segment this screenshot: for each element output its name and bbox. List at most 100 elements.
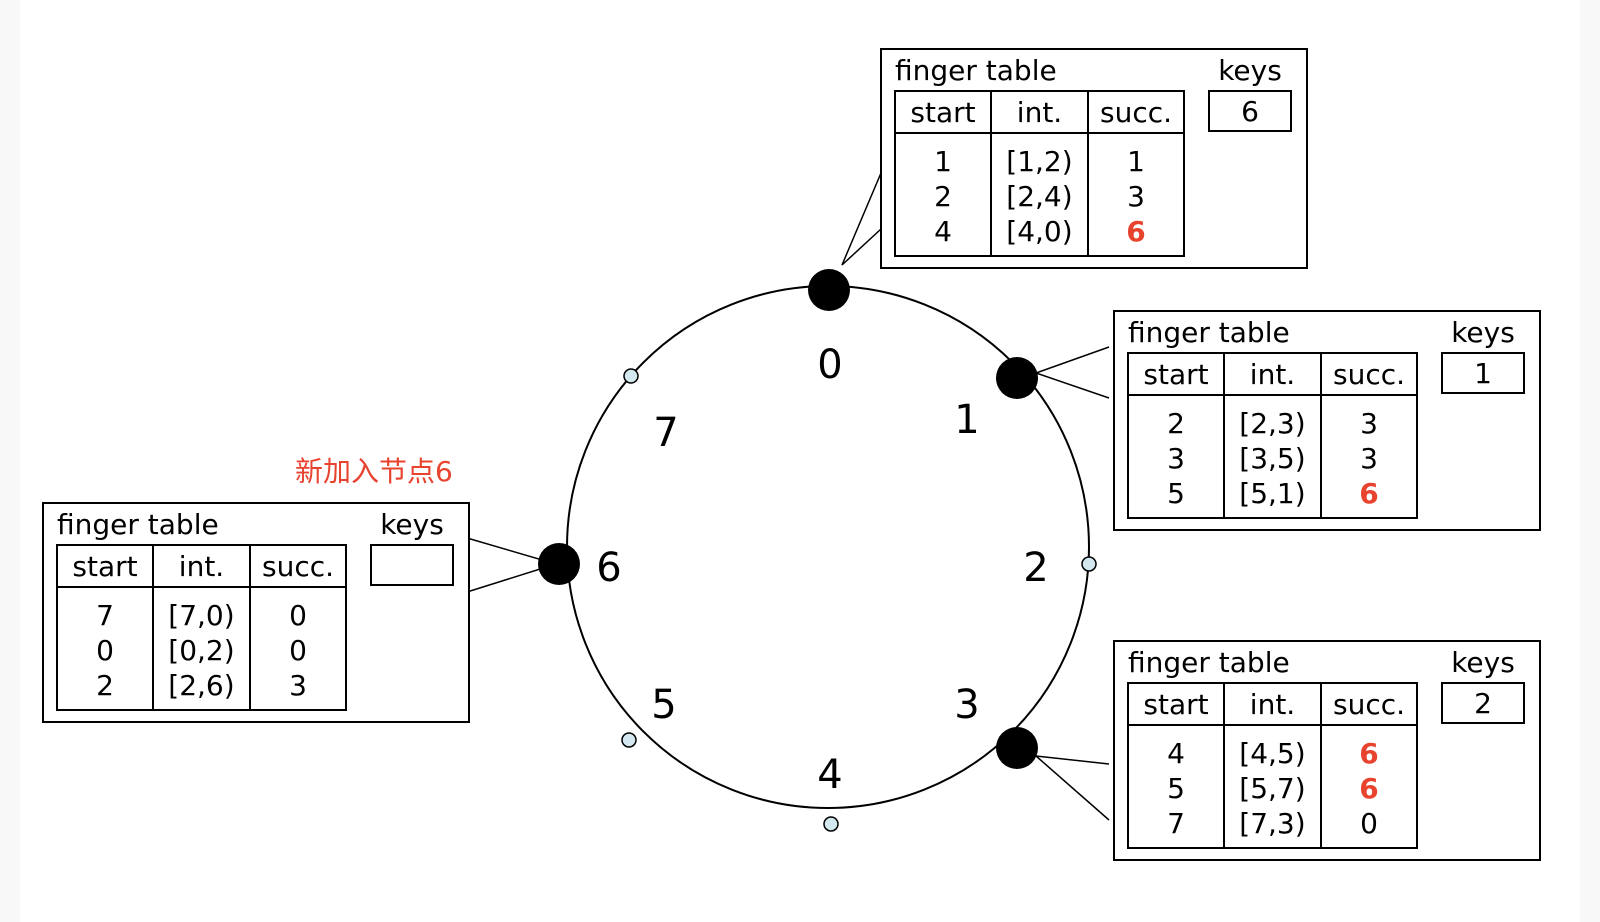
keys-value: 2 — [1474, 687, 1492, 720]
cell-interval: [2,3) — [1239, 407, 1305, 440]
column-header: start — [1143, 688, 1208, 721]
cell-succ: 3 — [1360, 407, 1378, 440]
column-header: int. — [1250, 688, 1295, 721]
cell-start: 2 — [96, 669, 114, 702]
cell-start: 0 — [96, 634, 114, 667]
cell-start: 2 — [1167, 407, 1185, 440]
cell-interval: [5,1) — [1239, 477, 1305, 510]
finger-table-frame — [1113, 640, 1541, 861]
column-header: int. — [179, 550, 224, 583]
finger-table-frame — [1113, 310, 1541, 531]
cell-interval: [7,0) — [168, 599, 234, 632]
ring-label-6: 6 — [596, 545, 621, 591]
cell-succ-updated: 6 — [1126, 215, 1145, 248]
empty-node-7 — [623, 368, 639, 384]
cell-succ-updated: 6 — [1359, 772, 1378, 805]
finger-table-frame — [42, 502, 470, 723]
cell-start: 5 — [1167, 772, 1185, 805]
ring-label-4: 4 — [817, 752, 842, 798]
keys-box — [1208, 90, 1292, 132]
ring-label-3: 3 — [954, 682, 979, 728]
cell-interval: [3,5) — [1239, 442, 1305, 475]
cell-start: 1 — [934, 145, 952, 178]
column-header: int. — [1017, 96, 1062, 129]
finger-table-title: finger table — [1128, 316, 1290, 349]
cell-start: 3 — [1167, 442, 1185, 475]
cell-interval: [2,6) — [168, 669, 234, 702]
cell-interval: [7,3) — [1239, 807, 1305, 840]
column-header: succ. — [1333, 358, 1405, 391]
cell-start: 4 — [934, 215, 952, 248]
cell-start: 7 — [1167, 807, 1185, 840]
cell-interval: [4,5) — [1239, 737, 1305, 770]
table-row: 1 [1,2) 1 — [934, 145, 1145, 178]
column-header: start — [910, 96, 975, 129]
table-grid — [1127, 682, 1418, 849]
table-grid — [894, 90, 1185, 257]
table-row: 4 [4,0) 6 — [934, 215, 1146, 248]
keys-box — [1441, 352, 1525, 394]
cell-interval: [4,0) — [1006, 215, 1072, 248]
cell-interval: [0,2) — [168, 634, 234, 667]
cell-succ-updated: 6 — [1359, 477, 1378, 510]
table-row: 3 [3,5) 3 — [1167, 442, 1378, 475]
empty-node-5 — [621, 732, 637, 748]
cell-succ-updated: 6 — [1359, 737, 1378, 770]
column-header: succ. — [1333, 688, 1405, 721]
ring-label-1: 1 — [954, 397, 979, 443]
cell-succ: 3 — [289, 669, 307, 702]
table-row: 4[4,5)6 — [1167, 737, 1379, 770]
keys-title: keys — [1451, 646, 1515, 679]
callout-pointer-node-3 — [1033, 754, 1110, 821]
cell-succ: 0 — [1360, 807, 1378, 840]
active-node-6[interactable] — [538, 543, 580, 585]
column-header: start — [72, 550, 137, 583]
ring-label-5: 5 — [651, 682, 676, 728]
callout-pointer-node-1 — [1033, 346, 1110, 399]
cell-start: 2 — [934, 180, 952, 213]
column-header: int. — [1250, 358, 1295, 391]
active-node-0[interactable] — [808, 269, 850, 311]
cell-succ: 3 — [1360, 442, 1378, 475]
active-node-1[interactable] — [996, 357, 1038, 399]
column-header: start — [1143, 358, 1208, 391]
table-grid — [1127, 352, 1418, 519]
keys-title: keys — [1451, 316, 1515, 349]
table-row: 7 [7,0) 0 — [96, 599, 307, 632]
empty-node-2 — [1081, 556, 1097, 572]
cell-interval: [1,2) — [1006, 145, 1072, 178]
column-header: succ. — [1100, 96, 1172, 129]
cell-succ: 0 — [289, 634, 307, 667]
ring-label-7: 7 — [653, 410, 678, 456]
active-node-3[interactable] — [996, 727, 1038, 769]
column-header: succ. — [262, 550, 334, 583]
callout-pointers — [466, 172, 1110, 821]
table-row: 5[5,7)6 — [1167, 772, 1379, 805]
keys-box — [1441, 682, 1525, 724]
finger-table-frame — [880, 48, 1308, 269]
cell-succ: 0 — [289, 599, 307, 632]
new-node-annotation: 新加入节点6 — [295, 455, 453, 488]
keys-value: 1 — [1474, 357, 1492, 390]
cell-succ: 3 — [1127, 180, 1145, 213]
cell-start: 5 — [1167, 477, 1185, 510]
cell-start: 7 — [96, 599, 114, 632]
callout-pointer-node-0 — [841, 172, 882, 266]
keys-value: 6 — [1241, 95, 1259, 128]
table-row: 0 [0,2) 0 — [96, 634, 307, 667]
ring-label-0: 0 — [817, 342, 842, 388]
cell-succ: 1 — [1127, 145, 1145, 178]
keys-box — [370, 544, 454, 586]
table-grid — [56, 544, 347, 711]
ring-label-2: 2 — [1023, 545, 1048, 591]
table-row: 2[2,4)3 — [934, 180, 1145, 213]
table-row: 2 [2,6) 3 — [96, 669, 307, 702]
finger-table-title: finger table — [1128, 646, 1290, 679]
table-row: 5 [5,1) 6 — [1167, 477, 1379, 510]
